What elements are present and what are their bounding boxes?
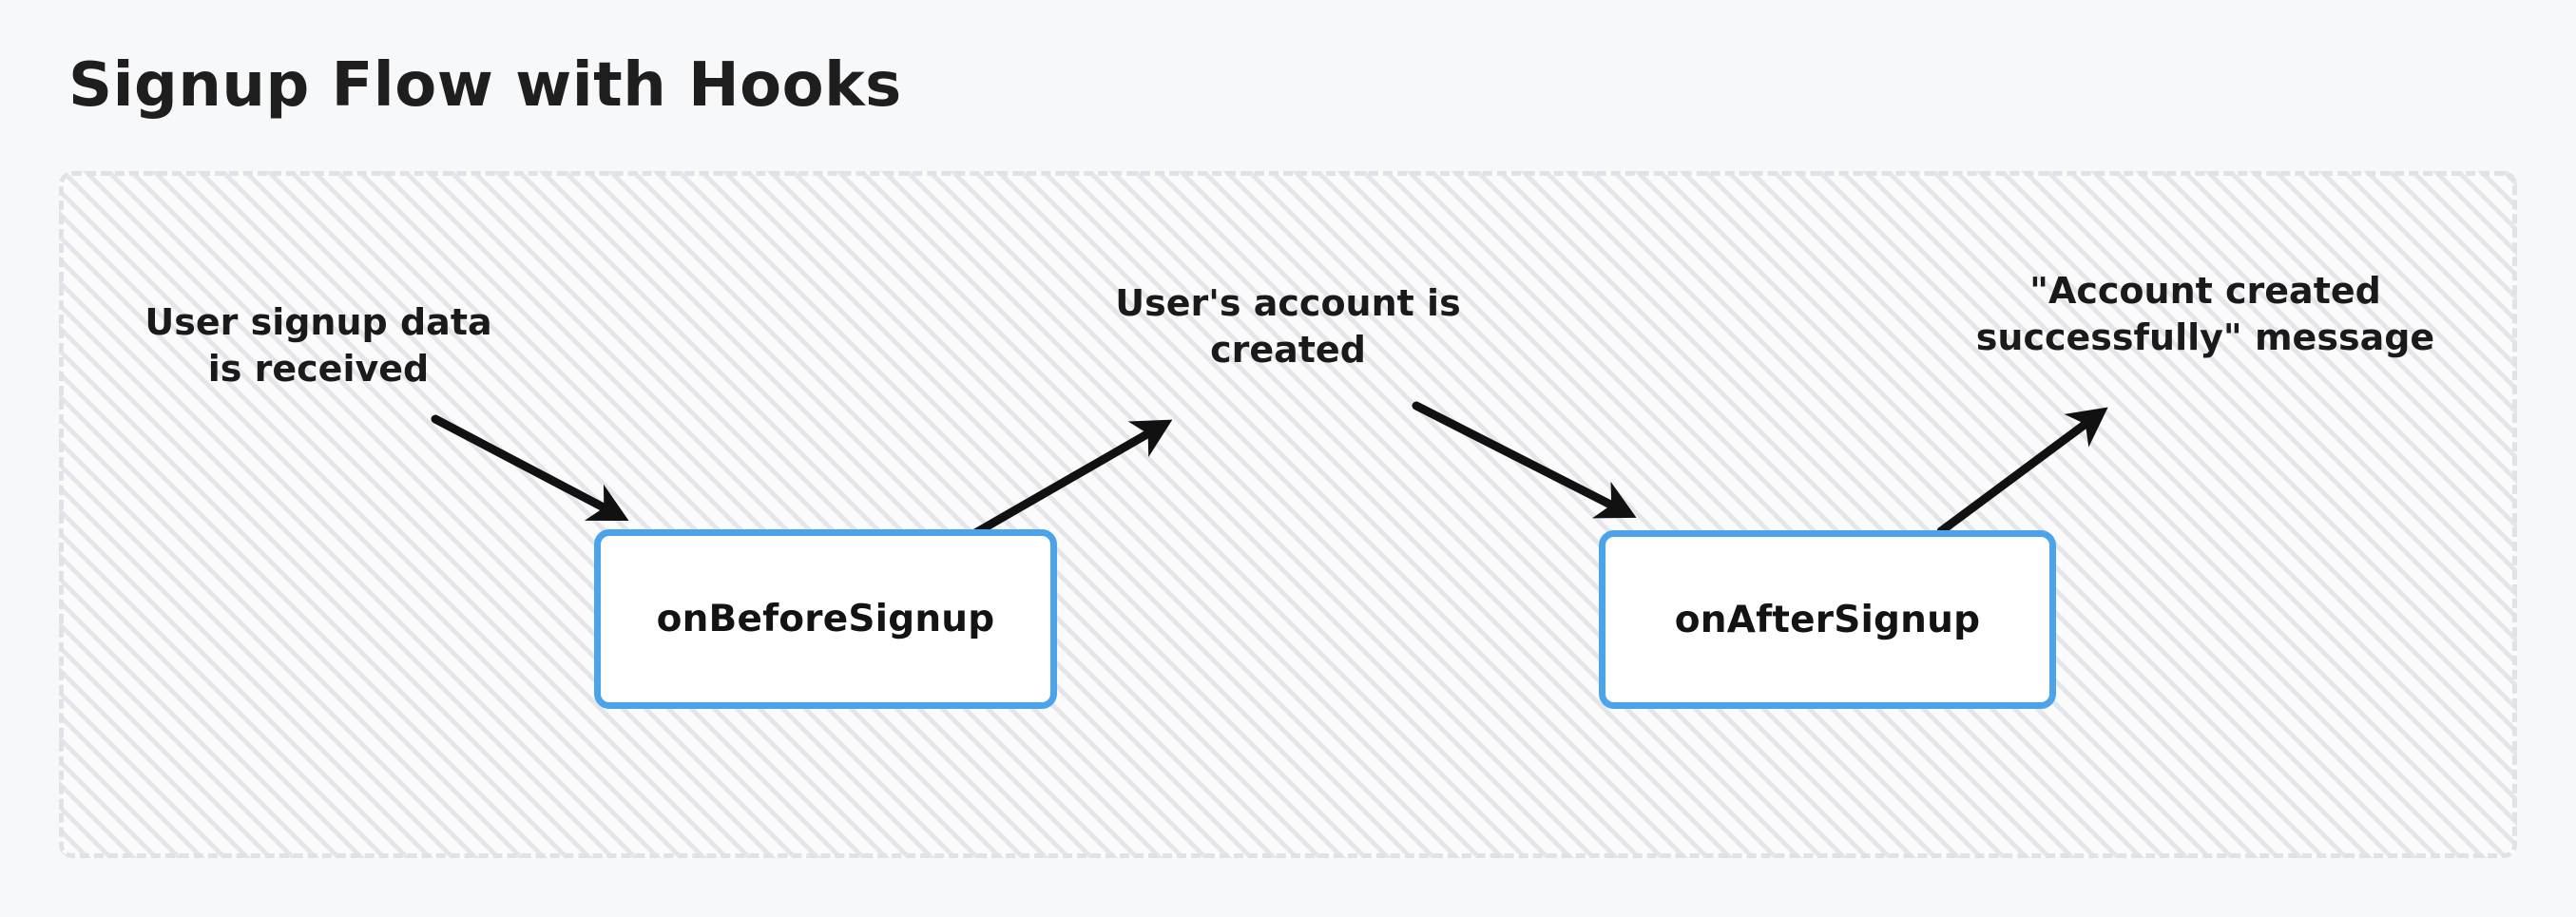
page-title: Signup Flow with Hooks: [68, 50, 902, 121]
node-label-on-before-signup: onBeforeSignup: [656, 598, 995, 640]
flow-container: [59, 171, 2517, 858]
node-on-before-signup[interactable]: onBeforeSignup: [594, 529, 1057, 709]
node-on-after-signup[interactable]: onAfterSignup: [1599, 530, 2056, 709]
node-label-on-after-signup: onAfterSignup: [1674, 598, 1981, 641]
edge-label-account-created: User's account is created: [1115, 282, 1461, 371]
edge-label-success-message: "Account created successfully" message: [1975, 270, 2435, 358]
edge-label-user-signup-data: User signup data is received: [144, 301, 492, 390]
